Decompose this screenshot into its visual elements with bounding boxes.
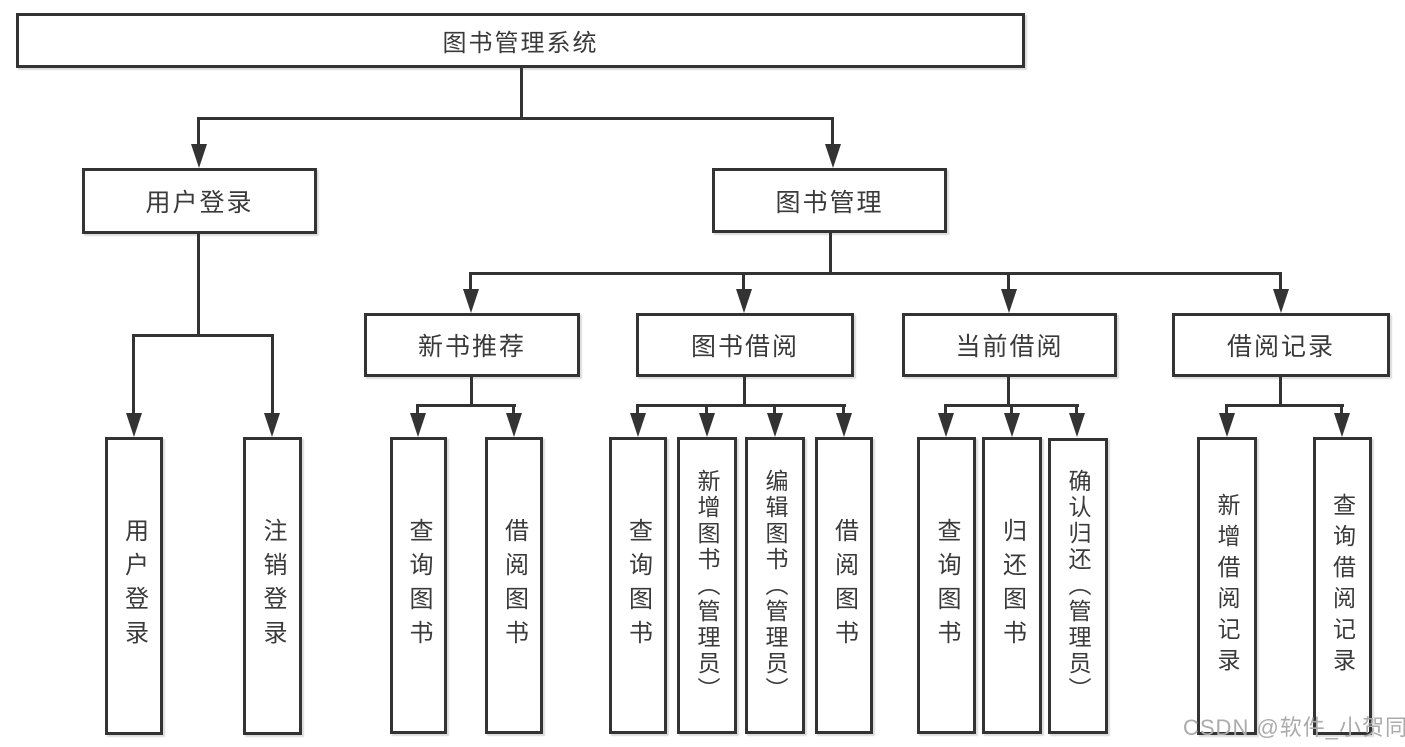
node-new-book-recommend-label: 新书推荐 xyxy=(417,333,526,361)
arrowhead xyxy=(1001,289,1017,313)
edge-line xyxy=(1225,404,1344,407)
arrowhead xyxy=(836,413,852,437)
edge-line xyxy=(416,404,419,416)
leaf-add-book-admin-label: 新增图书（管理员） xyxy=(694,468,720,703)
edge-line xyxy=(1007,272,1010,292)
arrowhead xyxy=(938,413,954,437)
node-current-borrow-label: 当前借阅 xyxy=(955,333,1064,361)
edge-line xyxy=(197,232,200,337)
leaf-query-borrow-record-label: 查询借阅记录 xyxy=(1329,493,1356,679)
edge-line xyxy=(636,404,639,416)
leaf-logout-label: 注销登录 xyxy=(259,518,286,654)
leaf-query-books-3-label: 查询图书 xyxy=(933,517,960,654)
arrowhead xyxy=(126,413,142,437)
arrowhead xyxy=(1334,413,1350,437)
leaf-add-borrow-record: 新增借阅记录 xyxy=(1197,437,1257,735)
leaf-borrow-books-1: 借阅图书 xyxy=(485,437,543,734)
edge-line xyxy=(469,272,472,292)
leaf-confirm-return-admin: 确认归还（管理员） xyxy=(1048,438,1108,734)
arrowhead xyxy=(699,413,715,437)
leaf-add-borrow-record-label: 新增借阅记录 xyxy=(1214,493,1240,679)
node-book-borrow: 图书借阅 xyxy=(636,313,854,377)
edge-line xyxy=(636,404,846,407)
leaf-edit-book-admin: 编辑图书（管理员） xyxy=(745,437,805,734)
node-root-label: 图书管理系统 xyxy=(442,30,599,57)
arrowhead xyxy=(1219,413,1235,437)
edge-line xyxy=(1279,272,1282,292)
arrowhead xyxy=(736,289,752,313)
node-user-login: 用户登录 xyxy=(82,168,317,234)
node-book-management-label: 图书管理 xyxy=(775,188,884,217)
arrowhead xyxy=(264,413,280,437)
leaf-confirm-return-admin-label: 确认归还（管理员） xyxy=(1065,469,1091,703)
leaf-return-books: 归还图书 xyxy=(982,437,1042,734)
node-root: 图书管理系统 xyxy=(16,13,1025,68)
leaf-logout: 注销登录 xyxy=(243,437,302,735)
arrowhead xyxy=(506,413,522,437)
edge-line xyxy=(417,404,516,407)
edge-line xyxy=(197,117,200,146)
node-user-login-label: 用户登录 xyxy=(145,189,254,217)
edge-line xyxy=(271,334,274,417)
arrowhead xyxy=(1273,289,1289,313)
edge-line xyxy=(470,375,473,406)
leaf-add-book-admin: 新增图书（管理员） xyxy=(677,437,737,734)
edge-line xyxy=(842,404,845,416)
leaf-query-borrow-record: 查询借阅记录 xyxy=(1313,437,1372,735)
edge-line xyxy=(944,404,947,416)
edge-line xyxy=(132,334,135,417)
arrowhead xyxy=(463,289,479,313)
leaf-return-books-label: 归还图书 xyxy=(998,517,1026,654)
node-new-book-recommend: 新书推荐 xyxy=(364,313,580,377)
node-borrow-records-label: 借阅记录 xyxy=(1226,333,1335,361)
leaf-query-books-1: 查询图书 xyxy=(390,437,447,734)
leaf-query-books-1-label: 查询图书 xyxy=(405,517,432,654)
leaf-borrow-books-2: 借阅图书 xyxy=(815,437,873,734)
leaf-user-login: 用户登录 xyxy=(105,437,163,735)
edge-line xyxy=(133,334,274,337)
arrowhead xyxy=(1069,413,1085,437)
leaf-borrow-books-2-label: 借阅图书 xyxy=(830,517,858,654)
node-current-borrow: 当前借阅 xyxy=(902,313,1117,377)
arrowhead xyxy=(630,413,646,437)
arrowhead xyxy=(1004,413,1020,437)
edge-line xyxy=(512,404,515,416)
leaf-user-login-label: 用户登录 xyxy=(120,518,148,654)
edge-line xyxy=(773,404,776,416)
leaf-edit-book-admin-label: 编辑图书（管理员） xyxy=(762,468,788,703)
edge-line xyxy=(831,117,834,146)
edge-line xyxy=(470,272,1282,275)
edge-line xyxy=(705,404,708,416)
leaf-query-books-2-label: 查询图书 xyxy=(624,517,652,654)
edge-line xyxy=(1340,404,1343,416)
leaf-borrow-books-1-label: 借阅图书 xyxy=(500,517,528,654)
edge-line xyxy=(197,117,834,120)
edge-line xyxy=(1010,404,1013,416)
arrowhead xyxy=(825,144,841,168)
arrowhead xyxy=(767,413,783,437)
arrowhead xyxy=(410,413,426,437)
edge-line xyxy=(1007,375,1010,406)
arrowhead xyxy=(191,144,207,168)
edge-line xyxy=(520,66,523,119)
leaf-query-books-2: 查询图书 xyxy=(609,437,667,734)
node-borrow-records: 借阅记录 xyxy=(1172,313,1390,377)
node-book-management: 图书管理 xyxy=(712,168,947,233)
edge-line xyxy=(829,231,832,275)
edge-line xyxy=(1279,375,1282,406)
edge-line xyxy=(1075,404,1078,416)
node-book-borrow-label: 图书借阅 xyxy=(690,333,799,361)
edge-line xyxy=(742,272,745,292)
leaf-query-books-3: 查询图书 xyxy=(917,437,976,734)
edge-line xyxy=(743,375,746,406)
edge-line xyxy=(1225,404,1228,416)
csdn-watermark: CSDN @软件_小贺同学 xyxy=(1183,715,1405,740)
